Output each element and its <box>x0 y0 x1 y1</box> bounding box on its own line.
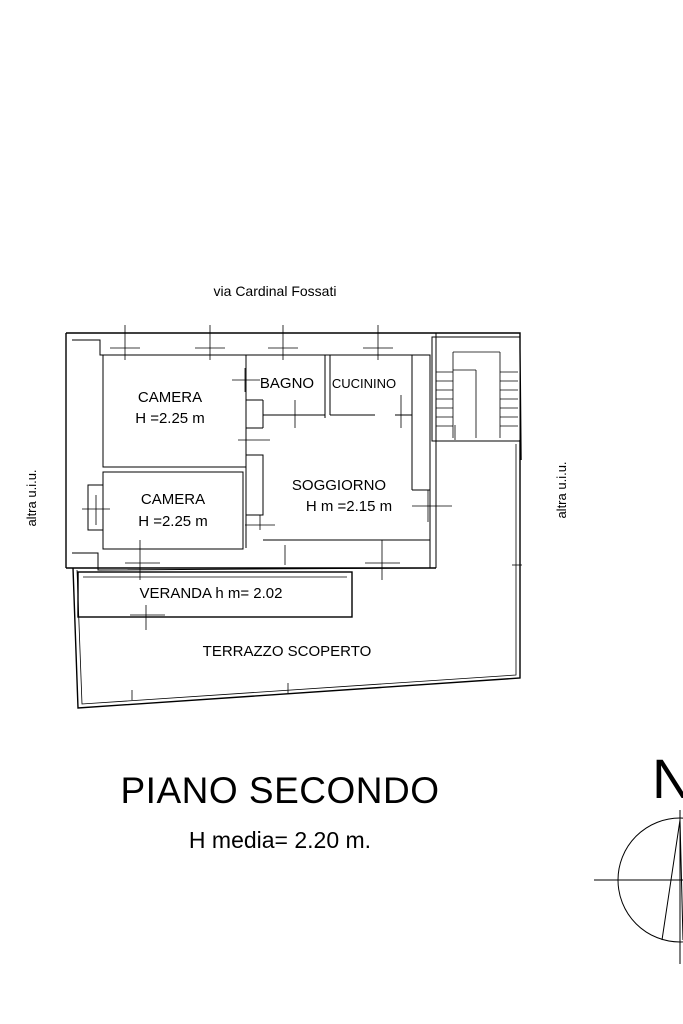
terrazzo-label: TERRAZZO SCOPERTO <box>203 643 372 660</box>
building-outline <box>65 332 522 571</box>
side-label-right: altra u.i.u. <box>554 461 569 518</box>
stairs <box>436 369 518 427</box>
street-label: via Cardinal Fossati <box>214 283 337 299</box>
plan-average-height: H media= 2.20 m. <box>188 827 372 853</box>
veranda-label: VERANDA h m= 2.02 <box>140 585 283 602</box>
soggiorno-height: H m =2.15 m <box>306 498 392 515</box>
window-markers <box>82 325 456 630</box>
north-arrow: N <box>594 747 683 964</box>
north-label: N <box>652 747 683 810</box>
interior-walls <box>87 354 430 550</box>
camera2-label: CAMERA <box>141 491 205 508</box>
terrace-outline <box>72 440 522 709</box>
cucinino-label: CUCININO <box>332 376 396 391</box>
camera2-height: H =2.25 m <box>138 513 208 530</box>
side-label-left: altra u.i.u. <box>24 469 39 526</box>
camera1-height: H =2.25 m <box>135 410 205 427</box>
plan-title: PIANO SECONDO <box>120 770 440 811</box>
bagno-label: BAGNO <box>260 375 314 392</box>
soggiorno-label: SOGGIORNO <box>292 477 386 494</box>
camera1-label: CAMERA <box>138 389 202 406</box>
